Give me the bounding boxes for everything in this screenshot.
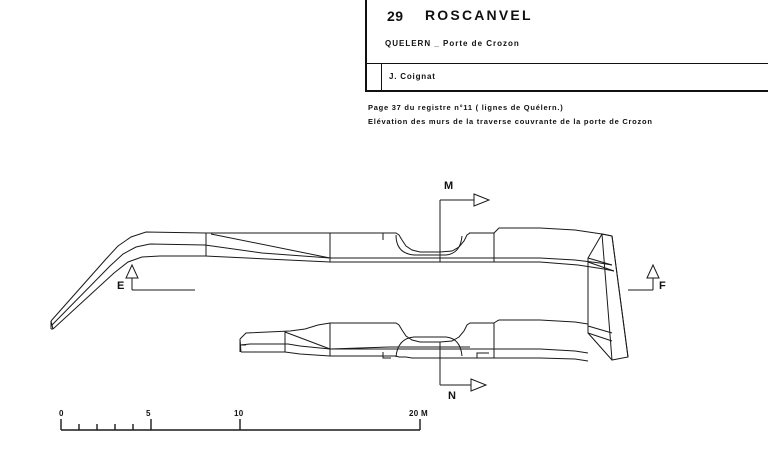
- section-marker-n-label: N: [448, 390, 457, 402]
- upper-wall-crest: [50, 227, 613, 322]
- lower-wall-base-line: [241, 351, 589, 362]
- caption-line-description: Elévation des murs de la traverse couvra…: [368, 117, 653, 126]
- upper-arched-opening: [395, 234, 463, 256]
- right-end-pier: [587, 233, 629, 361]
- lower-wall-joint-lines: [284, 323, 495, 358]
- author-name: J. Coignat: [389, 72, 436, 81]
- drawing-geometry: [50, 193, 660, 431]
- section-marker-e-label: E: [117, 280, 125, 292]
- title-block-main-row: 29 ROSCANVEL QUELERN _ Porte de Crozon: [367, 0, 768, 63]
- section-marker-m-label: M: [444, 180, 454, 192]
- lower-wall-mid-line: [239, 343, 589, 354]
- upper-wall-joint-lines: [205, 233, 495, 262]
- scale-tick-label-0: 0: [59, 409, 64, 418]
- title-block-author-row: J. Coignat: [367, 63, 768, 91]
- section-marker-m: [439, 193, 491, 258]
- caption-line-source: Page 37 du registre n°11 ( lignes de Qué…: [368, 103, 564, 112]
- upper-wall-mid-line: [51, 243, 613, 326]
- section-marker-f: [628, 263, 660, 291]
- site-subtitle: QUELERN _ Porte de Crozon: [385, 39, 520, 48]
- author-cell-divider: [381, 64, 382, 91]
- section-marker-f-label: F: [659, 280, 667, 292]
- upper-wall-talus-diagonal: [210, 233, 331, 259]
- scale-tick-label-10: 10: [234, 409, 244, 418]
- title-block: 29 ROSCANVEL QUELERN _ Porte de Crozon J…: [365, 0, 768, 92]
- lower-arched-opening: [395, 336, 463, 358]
- section-marker-e: [125, 263, 195, 291]
- opening-step-details: [382, 232, 489, 359]
- lower-wall-left-tip: [239, 338, 246, 353]
- upper-wall-left-tip: [50, 320, 54, 330]
- scale-bar: [60, 419, 421, 431]
- sheet-number: 29: [387, 8, 404, 24]
- commune-name: ROSCANVEL: [425, 7, 533, 23]
- lower-wall-crest: [239, 319, 589, 343]
- caption-block: Page 37 du registre n°11 ( lignes de Qué…: [368, 101, 758, 129]
- scale-tick-label-20: 20 M: [409, 409, 428, 418]
- lower-wall-talus-diagonal: [284, 331, 470, 350]
- section-marker-n: [439, 342, 488, 392]
- upper-wall-base-line: [52, 255, 615, 330]
- scale-tick-label-5: 5: [146, 409, 151, 418]
